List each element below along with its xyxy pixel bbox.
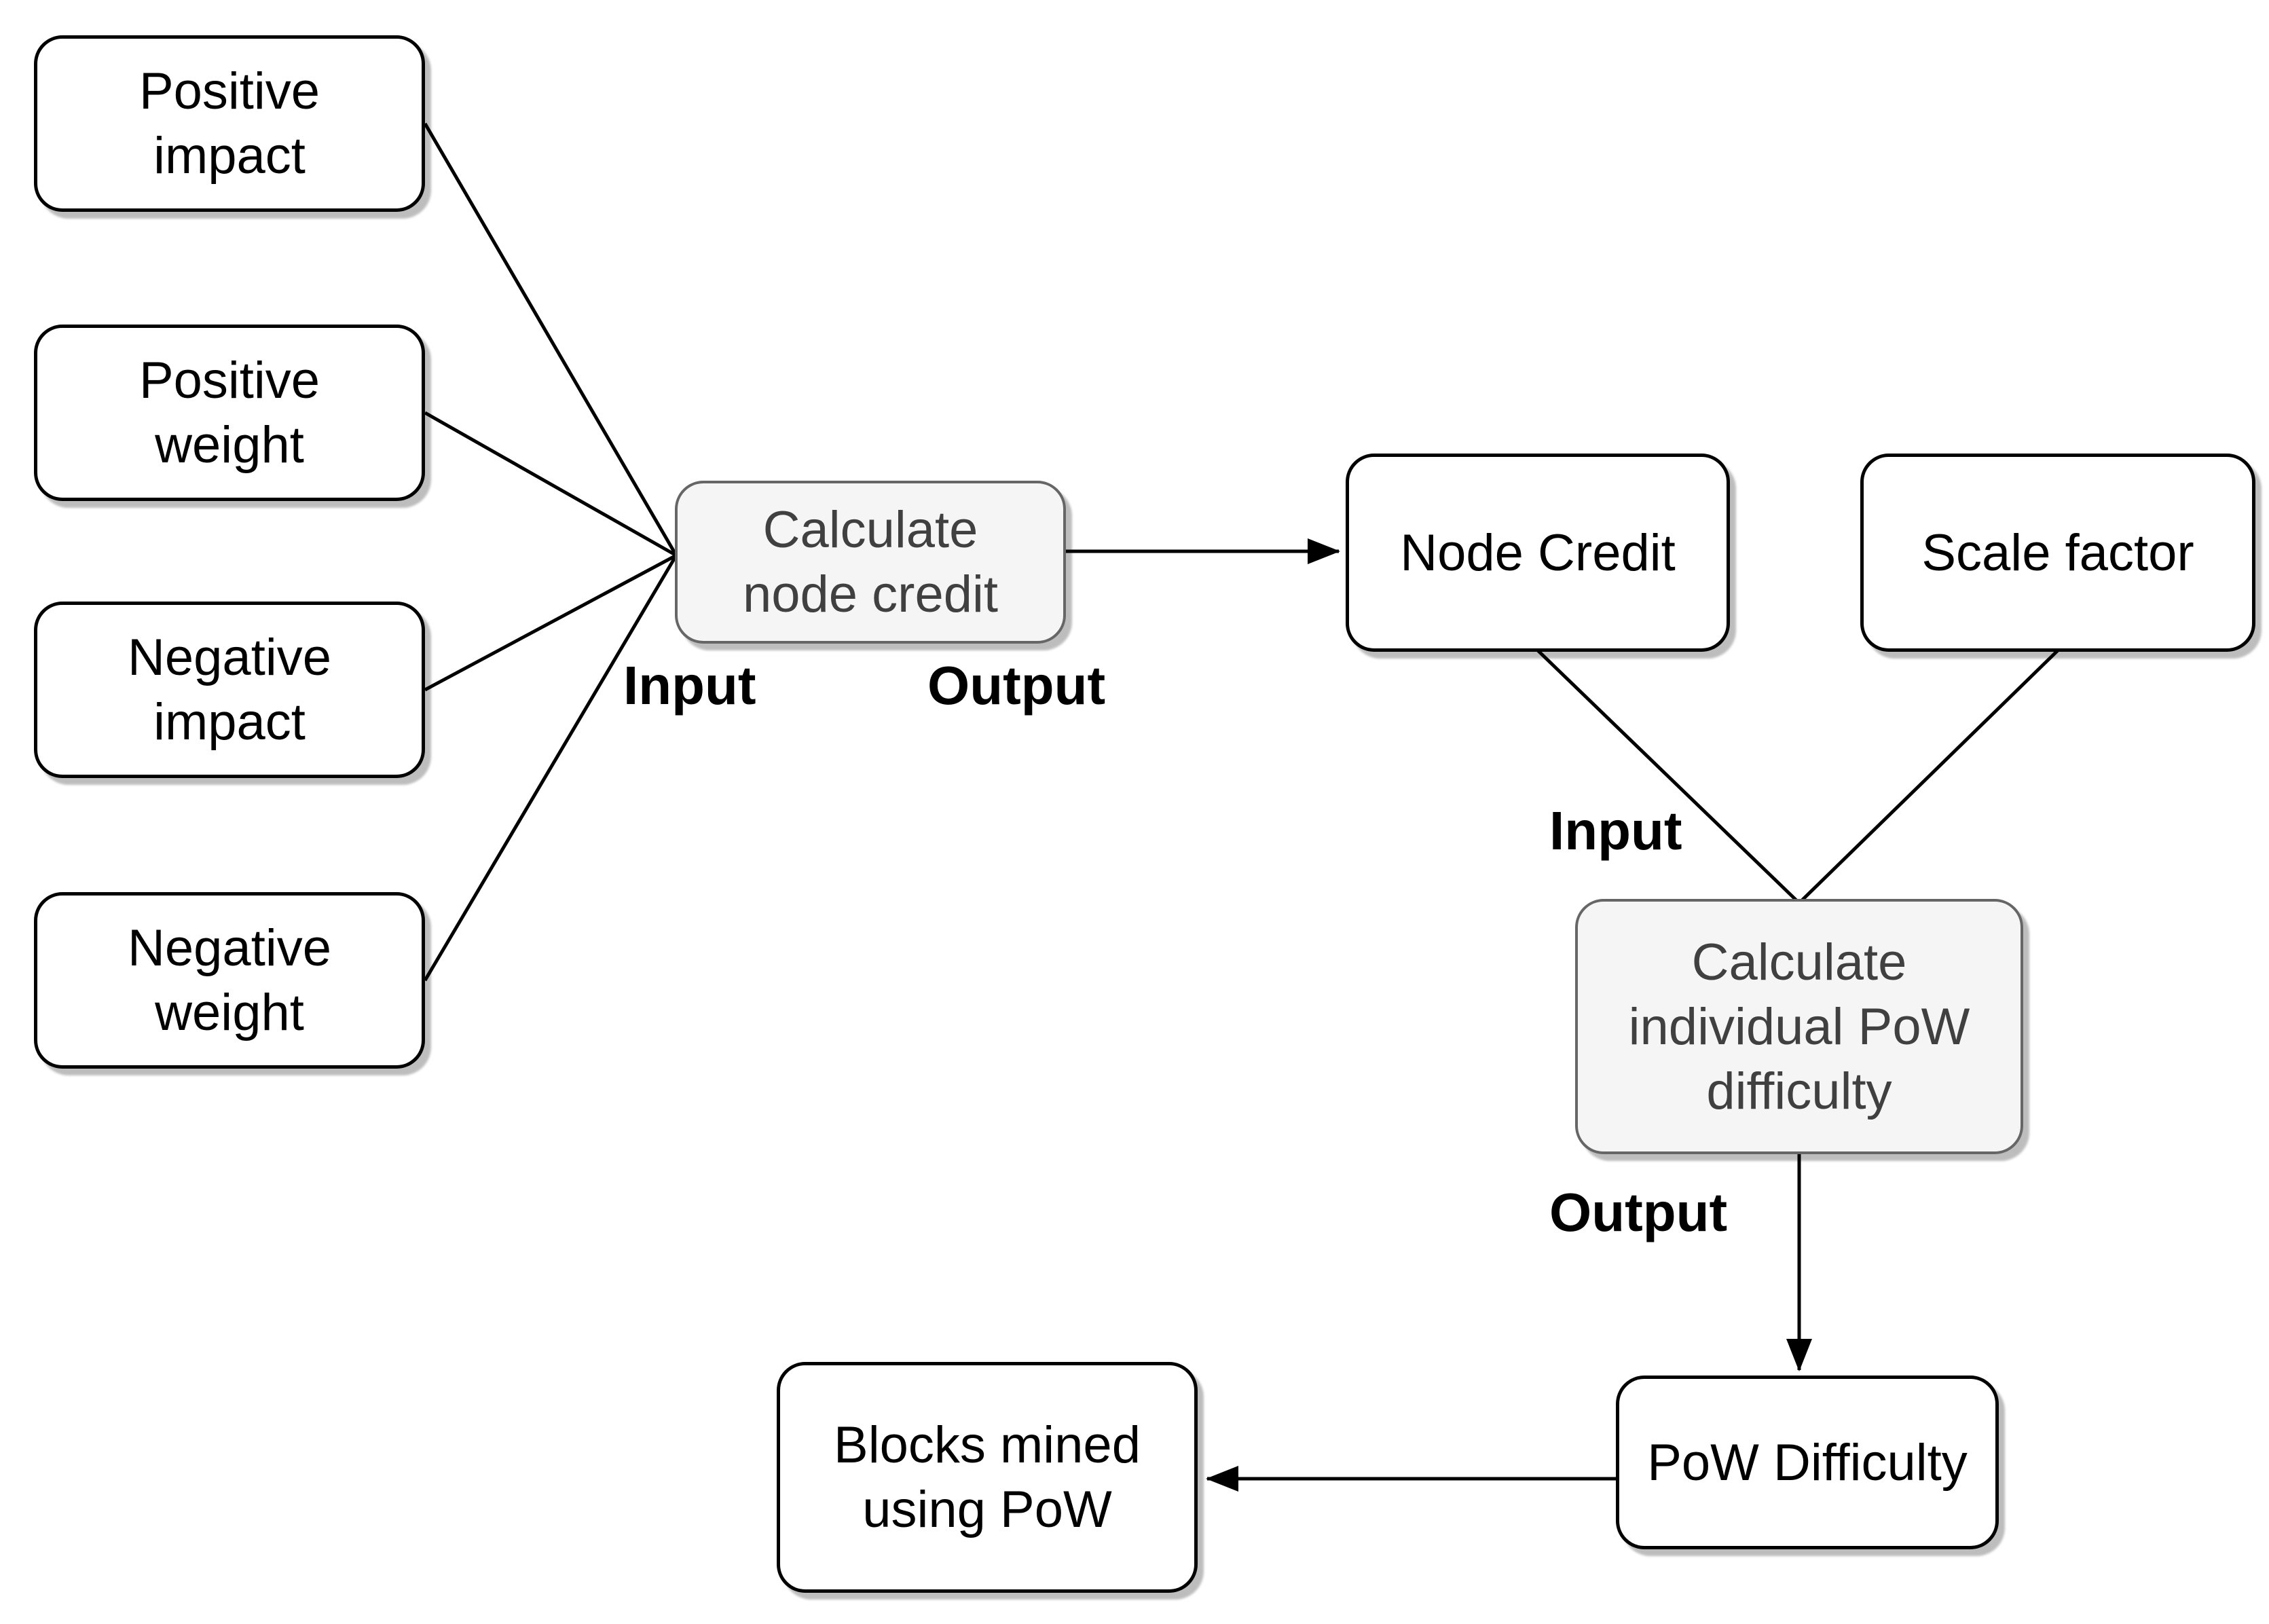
node-negative-weight: Negative weight [34, 892, 425, 1069]
node-calculate-individual-pow-difficulty: Calculate individual PoW difficulty [1575, 899, 2023, 1154]
edge-positive-impact-to-calculate-node-credit [423, 122, 678, 557]
node-blocks-mined-using-pow: Blocks mined using PoW [777, 1362, 1198, 1593]
node-positive-impact: Positive impact [34, 35, 425, 212]
node-scale-factor-label: Scale factor [1921, 523, 2194, 582]
edge-negative-weight-to-calculate-node-credit [423, 554, 678, 982]
label-input-pow-difficulty: Input [1549, 800, 1682, 861]
node-scale-factor: Scale factor [1860, 454, 2255, 652]
node-negative-weight-label: Negative weight [128, 919, 331, 1041]
node-negative-impact-label: Negative impact [128, 629, 331, 751]
node-blocks-mined-using-pow-label: Blocks mined using PoW [834, 1416, 1141, 1538]
node-calculate-individual-pow-difficulty-label: Calculate individual PoW difficulty [1628, 933, 1970, 1120]
node-node-credit-label: Node Credit [1400, 523, 1676, 582]
label-output-pow-difficulty: Output [1549, 1182, 1728, 1242]
edge-scale-factor-to-calculate-pow [1798, 649, 2059, 904]
node-calculate-node-credit: Calculate node credit [675, 481, 1066, 644]
edge-node-credit-to-calculate-pow [1536, 649, 1801, 904]
node-positive-impact-label: Positive impact [139, 62, 320, 185]
node-calculate-node-credit-label: Calculate node credit [742, 501, 999, 623]
node-pow-difficulty-label: PoW Difficulty [1647, 1433, 1968, 1492]
label-output-node-credit: Output [927, 655, 1106, 716]
node-positive-weight: Positive weight [34, 325, 425, 501]
node-node-credit: Node Credit [1346, 454, 1730, 652]
label-input-node-credit: Input [623, 655, 756, 716]
node-negative-impact: Negative impact [34, 602, 425, 778]
node-positive-weight-label: Positive weight [139, 352, 320, 474]
edge-positive-weight-to-calculate-node-credit [424, 411, 678, 557]
node-pow-difficulty: PoW Difficulty [1616, 1376, 1999, 1549]
edge-negative-impact-to-calculate-node-credit [424, 553, 678, 692]
